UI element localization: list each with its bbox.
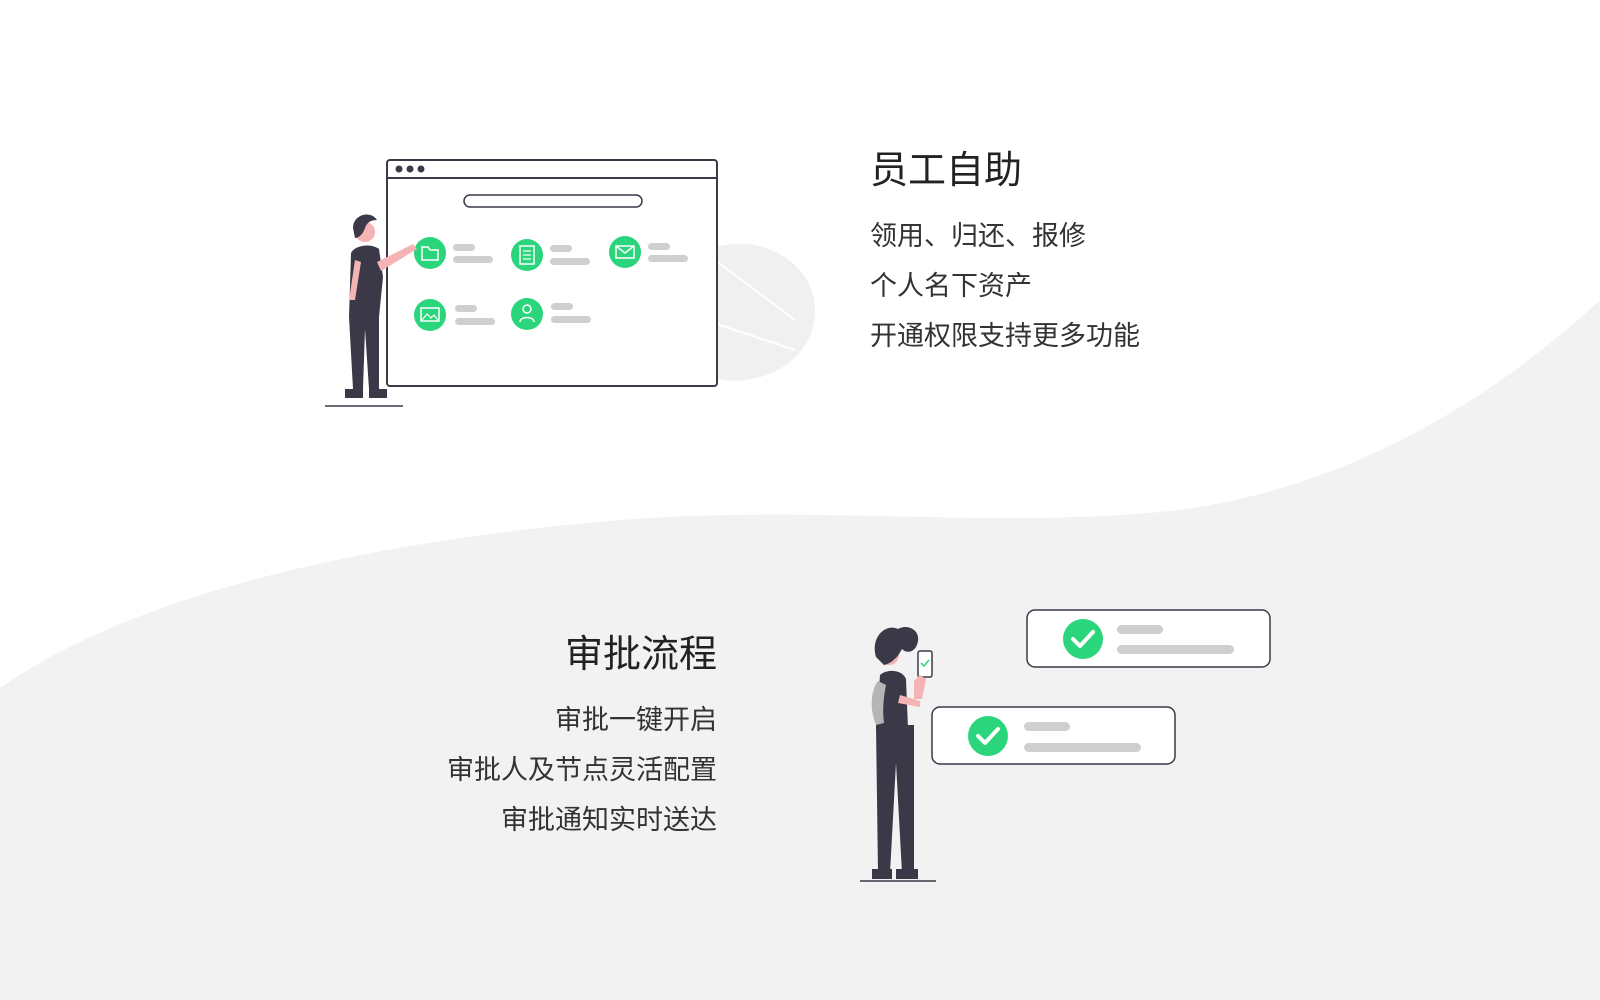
folder-icon	[414, 237, 446, 269]
feature-item: 审批人及节点灵活配置	[447, 754, 717, 786]
image-icon	[414, 299, 446, 331]
approval-card	[931, 706, 1176, 765]
document-icon	[511, 239, 543, 271]
approval-illustration	[850, 605, 1280, 905]
feature-item: 领用、归还、报修	[870, 220, 1086, 252]
approval-card	[1026, 609, 1271, 668]
feature-item: 个人名下资产	[870, 270, 1032, 302]
mail-icon	[609, 236, 641, 268]
checkmark-icon	[1063, 619, 1103, 659]
self-service-illustration	[325, 150, 825, 420]
checkmark-icon	[968, 716, 1008, 756]
section-title: 员工自助	[870, 148, 1023, 192]
feature-item: 开通权限支持更多功能	[870, 320, 1140, 352]
user-icon	[511, 298, 543, 330]
self-service-section: 员工自助 领用、归还、报修 个人名下资产 开通权限支持更多功能	[870, 148, 1140, 362]
person-figure	[325, 214, 417, 407]
approval-section: 审批流程 审批一键开启 审批人及节点灵活配置 审批通知实时送达	[447, 632, 717, 846]
person-figure	[850, 627, 936, 882]
browser-window	[386, 159, 718, 387]
feature-item: 审批通知实时送达	[501, 804, 717, 836]
section-title: 审批流程	[564, 632, 717, 676]
feature-item: 审批一键开启	[555, 704, 717, 736]
